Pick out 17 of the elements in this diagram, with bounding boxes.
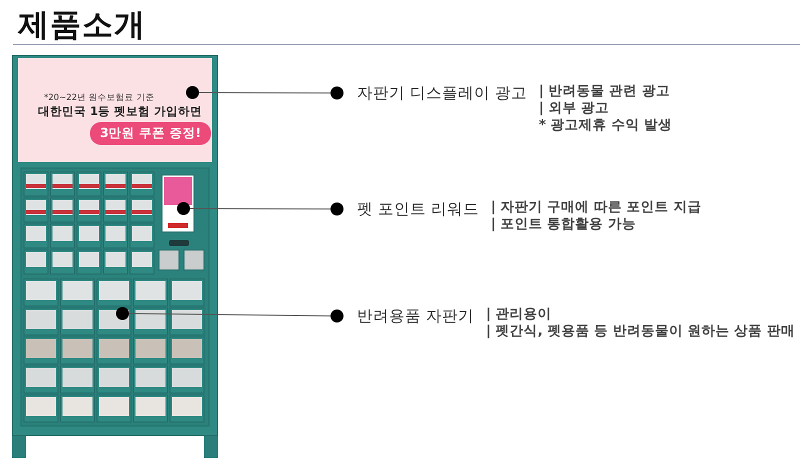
- feature-note: | 외부 광고: [538, 100, 610, 117]
- feature-label: 펫 포인트 리워드: [357, 199, 479, 219]
- feature-note: | 펫간식, 펫용품 등 반려동물이 원하는 상품 판매: [486, 323, 795, 340]
- leader-line: [190, 202, 344, 216]
- page-title: 제품소개: [18, 6, 146, 45]
- feature-label: 반려용품 자판기: [357, 306, 474, 326]
- feature-label: 자판기 디스플레이 광고: [357, 83, 527, 103]
- leader-line: [128, 310, 344, 322]
- feature-note: | 관리용이: [486, 306, 553, 323]
- coupon-banner: 3만원 쿠폰 증정!: [90, 122, 212, 145]
- feature-note: | 포인트 통합활용 가능: [490, 216, 637, 233]
- feature-note: | 반려동물 관련 광고: [538, 83, 671, 100]
- ad-text: *20~22년 원수보험료 기준: [44, 92, 154, 104]
- ad-text: 대한민국 1등 펫보험 가입하면: [38, 104, 202, 119]
- leader-line: [198, 86, 344, 100]
- feature-note: | 자판기 구매에 따른 포인트 지급: [490, 199, 702, 216]
- feature-note: * 광고제휴 수익 발생: [538, 117, 672, 134]
